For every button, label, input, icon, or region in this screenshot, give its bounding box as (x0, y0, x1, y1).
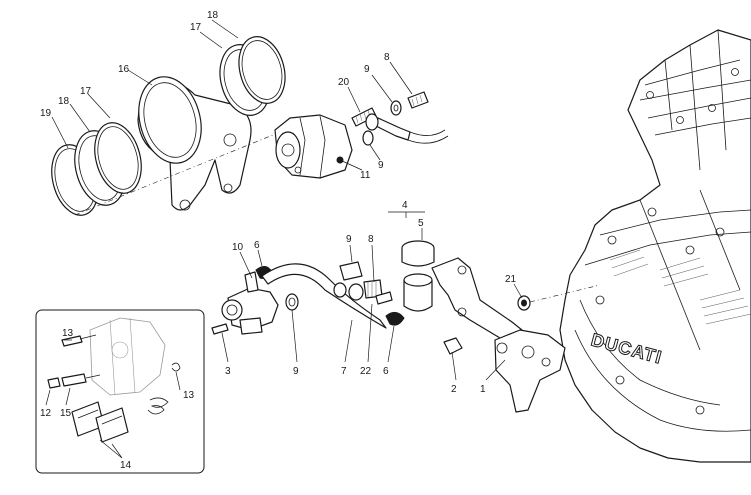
washer-9-top (390, 100, 402, 116)
callout-6-left: 6 (254, 240, 260, 251)
callout-9-mid: 9 (378, 160, 384, 171)
mounting-bracket (431, 257, 523, 341)
seal-ring-17-left (94, 122, 142, 194)
detail-inset (35, 309, 205, 474)
callout-5: 5 (418, 218, 424, 229)
callout-8-center: 8 (368, 234, 374, 245)
callout-16: 16 (118, 64, 130, 75)
callout-13-left: 13 (62, 328, 74, 339)
master-cylinder (221, 271, 279, 335)
callout-3: 3 (225, 366, 231, 377)
clutch-hose-7 (261, 263, 387, 329)
callout-4: 4 (402, 200, 408, 211)
callout-21: 21 (505, 274, 517, 285)
callout-18-top: 18 (207, 10, 219, 21)
caliper-bracket-16 (137, 76, 252, 211)
engine-axis-line (529, 284, 601, 303)
bleed-bolt-8-top (407, 91, 429, 109)
clutch-slave-cylinder (274, 114, 353, 179)
callout-labels: 18 17 16 17 18 19 20 9 8 9 11 4 5 10 6 9… (40, 10, 517, 471)
washer-9-left (285, 293, 299, 311)
callout-8-top: 8 (384, 52, 390, 63)
callout-18-left: 18 (58, 96, 70, 107)
callout-17-top: 17 (190, 22, 202, 33)
callout-19: 19 (40, 108, 52, 119)
hose-clamp-6-right (385, 312, 405, 326)
hose-fitting-top (365, 113, 449, 144)
seal-ring-18-right (238, 36, 286, 104)
callout-13-right: 13 (183, 390, 195, 401)
callout-10: 10 (232, 242, 244, 253)
actuator-body-1 (494, 329, 566, 413)
callout-22: 22 (360, 366, 372, 377)
callout-9-top: 9 (364, 64, 370, 75)
leader-lines (45, 19, 523, 459)
engine-block: DUCATI (559, 29, 751, 463)
callout-9-lower: 9 (293, 366, 299, 377)
washer-21 (517, 295, 531, 311)
callout-15: 15 (60, 408, 72, 419)
callout-12: 12 (40, 408, 52, 419)
callout-9-center: 9 (346, 234, 352, 245)
callout-6-right: 6 (383, 366, 389, 377)
fluid-reservoir (401, 240, 435, 312)
bolt-22 (375, 291, 393, 305)
callout-7: 7 (341, 366, 347, 377)
callout-2: 2 (451, 384, 457, 395)
bolt-2 (443, 337, 463, 355)
callout-14: 14 (120, 460, 132, 471)
screw-3 (211, 323, 229, 335)
callout-20: 20 (338, 77, 350, 88)
banjo-fitting-center (333, 261, 383, 301)
callout-17-left: 17 (80, 86, 92, 97)
callout-1: 1 (480, 384, 486, 395)
washer-9-lower (362, 130, 374, 146)
callout-11: 11 (360, 170, 371, 181)
